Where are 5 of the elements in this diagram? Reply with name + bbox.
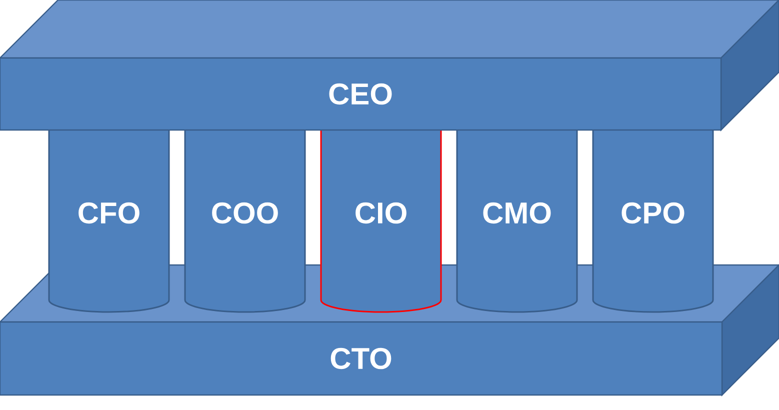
pillar: COO	[184, 119, 306, 313]
pillar: CIO	[320, 119, 442, 313]
pillar: CFO	[48, 119, 170, 313]
pillar: CPO	[592, 119, 714, 313]
pillar: CMO	[456, 119, 578, 313]
